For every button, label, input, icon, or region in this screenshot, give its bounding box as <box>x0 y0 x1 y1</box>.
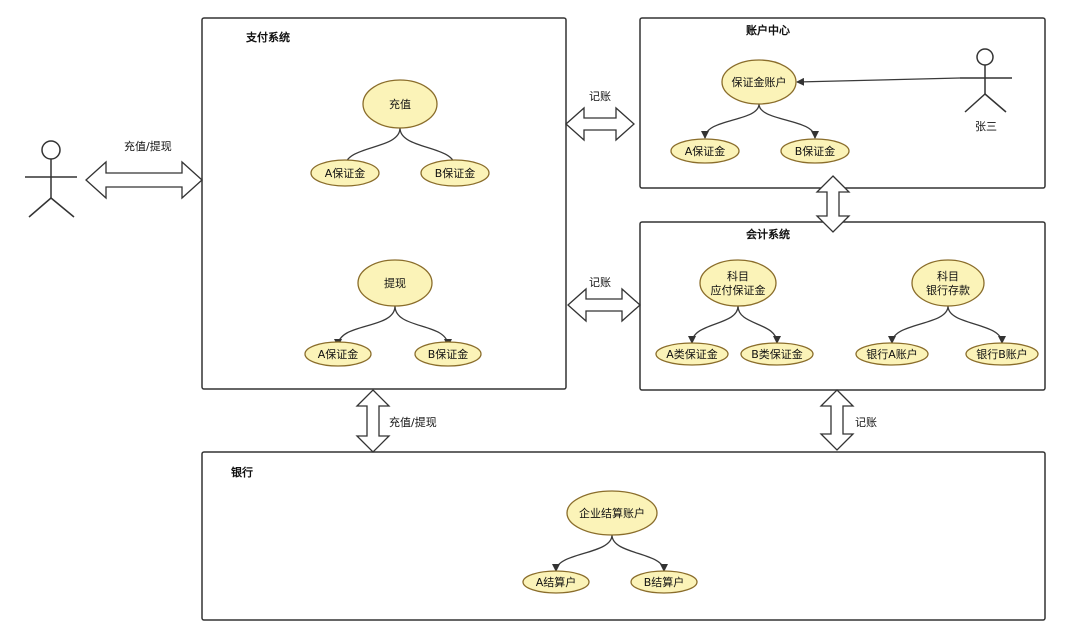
enterprise-account-node: 企业结算账户 <box>566 490 658 536</box>
payment-bank-double-arrow: 充值/提现 <box>355 389 437 453</box>
subject-payable-line1: 科目 <box>727 269 749 283</box>
account-center-title: 账户中心 <box>746 23 790 37</box>
zhangsan-actor-icon: 张三 <box>960 48 1012 133</box>
payable-to-a-connector <box>688 305 739 344</box>
settle-a-node: A结算户 <box>522 570 590 594</box>
settle-a-label: A结算户 <box>536 575 577 589</box>
settle-b-node: B结算户 <box>630 570 698 594</box>
withdraw-to-b-connector <box>394 305 452 347</box>
payment-accounting-double-arrow: 记账 <box>567 276 641 323</box>
payment-system-box: 支付系统 <box>201 17 567 390</box>
user-payment-double-arrow: 充值/提现 <box>85 139 203 200</box>
withdraw-b-label: B保证金 <box>428 347 469 361</box>
account-center-box: 账户中心 <box>639 17 1046 189</box>
enterprise-to-b-connector <box>611 534 668 572</box>
withdraw-a-node: A保证金 <box>304 341 372 367</box>
class-b-label: B类保证金 <box>751 347 803 361</box>
subject-payable-node: 科目 应付保证金 <box>699 259 777 307</box>
bankdeposit-to-a-connector <box>888 305 949 344</box>
bank-a-label: 银行A账户 <box>866 347 918 361</box>
recharge-b-label: B保证金 <box>435 166 476 180</box>
user-actor-icon <box>25 140 77 218</box>
class-a-label: A类保证金 <box>666 347 718 361</box>
withdraw-a-label: A保证金 <box>318 347 359 361</box>
recharge-label: 充值 <box>389 97 411 111</box>
account-b-label: B保证金 <box>795 144 836 158</box>
bank-box: 银行 <box>201 451 1046 621</box>
recharge-b-node: B保证金 <box>420 159 490 187</box>
payment-bank-arrow-label: 充值/提现 <box>389 415 437 429</box>
payment-account-double-arrow: 记账 <box>565 90 635 142</box>
deposit-to-a-connector <box>701 103 760 139</box>
subject-bank-line1: 科目 <box>937 269 959 283</box>
recharge-a-node: A保证金 <box>310 159 380 187</box>
withdraw-to-a-connector <box>334 305 396 347</box>
payment-system-title: 支付系统 <box>245 30 290 44</box>
recharge-a-label: A保证金 <box>325 166 366 180</box>
accounting-bank-arrow-label: 记账 <box>855 416 877 429</box>
account-b-node: B保证金 <box>780 138 850 164</box>
enterprise-account-label: 企业结算账户 <box>579 506 645 520</box>
account-a-label: A保证金 <box>685 144 726 158</box>
subject-payable-line2: 应付保证金 <box>711 283 766 297</box>
account-accounting-double-arrow <box>815 175 851 233</box>
deposit-account-label: 保证金账户 <box>732 75 787 89</box>
deposit-to-b-connector <box>758 103 819 139</box>
bank-a-node: 银行A账户 <box>855 342 929 366</box>
account-a-node: A保证金 <box>670 138 740 164</box>
payment-account-arrow-label: 记账 <box>589 90 611 103</box>
class-b-node: B类保证金 <box>740 342 814 366</box>
bank-b-label: 银行B账户 <box>976 347 1028 361</box>
withdraw-b-node: B保证金 <box>414 341 482 367</box>
withdraw-label: 提现 <box>384 277 406 290</box>
user-payment-arrow-label: 充值/提现 <box>124 139 172 153</box>
enterprise-to-a-connector <box>552 534 613 572</box>
settle-b-label: B结算户 <box>644 575 685 589</box>
payable-to-b-connector <box>737 305 781 344</box>
zhangsan-label: 张三 <box>975 120 997 133</box>
bank-title: 银行 <box>231 465 253 479</box>
deposit-account-node: 保证金账户 <box>721 59 797 105</box>
recharge-node: 充值 <box>362 79 438 129</box>
accounting-system-title: 会计系统 <box>746 227 790 241</box>
payment-accounting-arrow-label: 记账 <box>589 276 611 289</box>
subject-bank-line2: 银行存款 <box>926 283 970 297</box>
accounting-bank-double-arrow: 记账 <box>819 389 877 451</box>
bankdeposit-to-b-connector <box>947 305 1006 344</box>
subject-bank-node: 科目 银行存款 <box>911 259 985 307</box>
class-a-node: A类保证金 <box>655 342 729 366</box>
withdraw-node: 提现 <box>357 259 433 307</box>
zhangsan-to-deposit-arrow <box>796 77 961 86</box>
bank-b-node: 银行B账户 <box>965 342 1039 366</box>
